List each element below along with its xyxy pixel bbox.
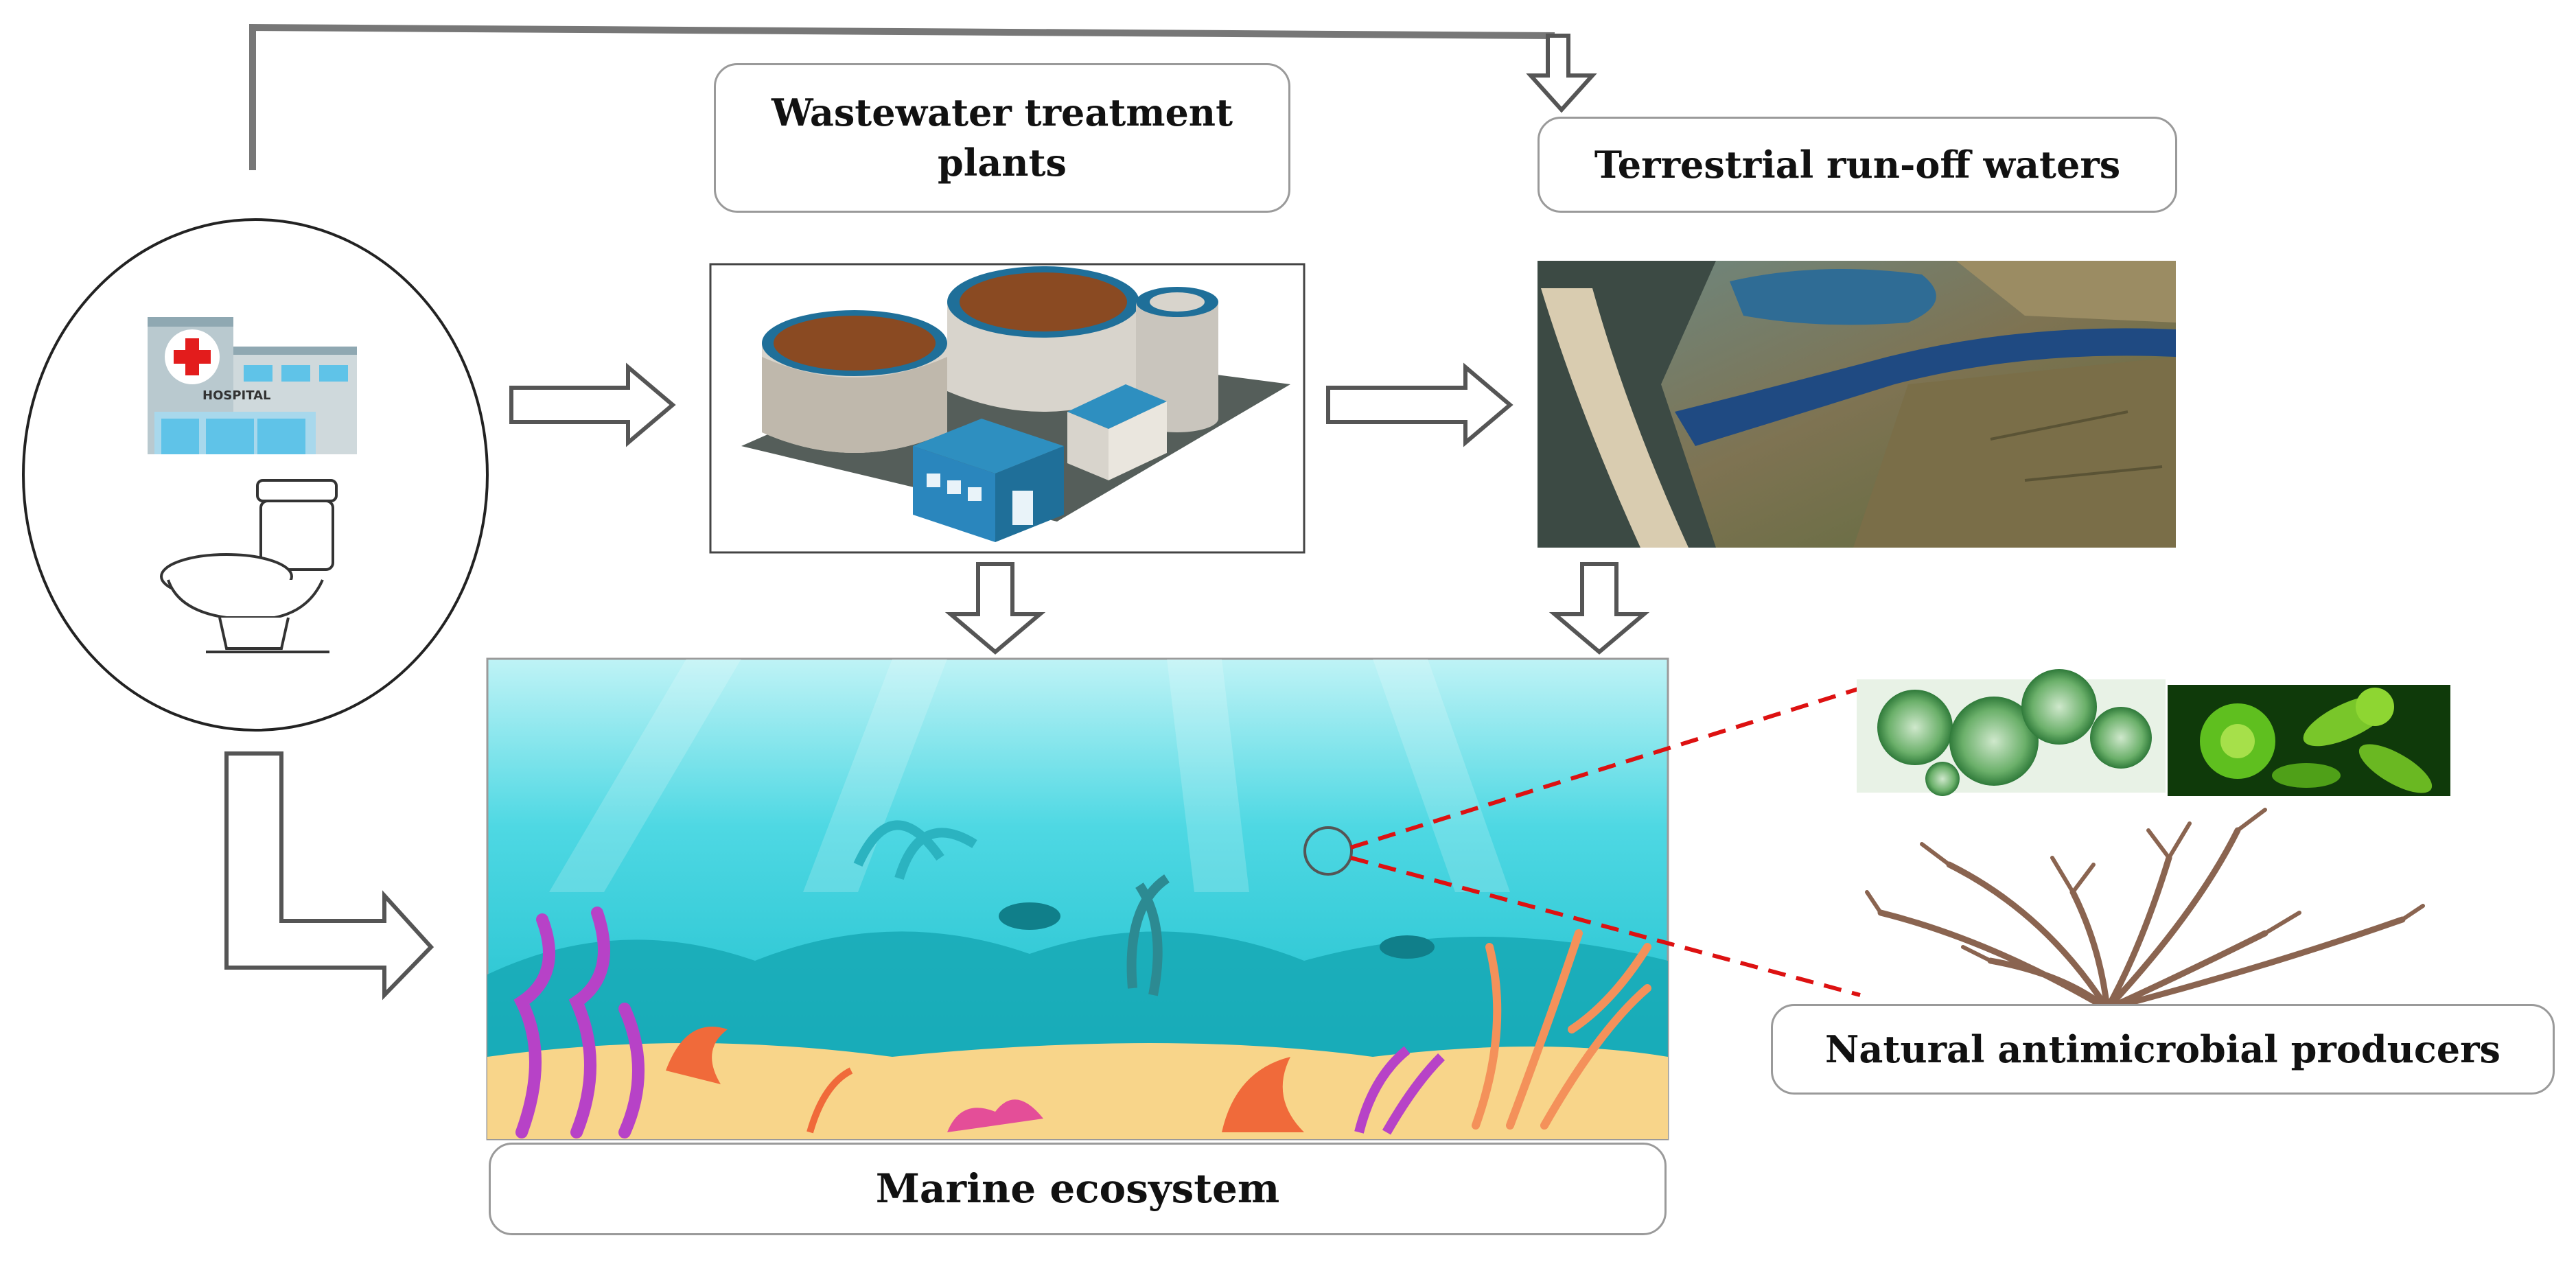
feedback-line [249, 23, 1555, 170]
seaweed-illustration [1865, 808, 2425, 1012]
down-arrow-runoff [1526, 34, 1597, 113]
treatment-plant-illustration [709, 263, 1306, 554]
marine-label: Marine ecosystem [489, 1143, 1667, 1235]
runoff-label-text: Terrestrial run-off waters [1594, 142, 2121, 187]
zoom-circle [1303, 826, 1353, 876]
arrow-wwtp-to-runoff [1326, 362, 1513, 447]
connector-upper [1350, 684, 1868, 850]
marine-label-text: Marine ecosystem [875, 1165, 1280, 1213]
producers-label-text: Natural antimicrobial producers [1825, 1027, 2500, 1071]
arrow-wwtp-to-sea [944, 562, 1046, 655]
arrow-source-to-wwtp [509, 362, 676, 447]
wwtp-label: Wastewater treatment plants [714, 63, 1290, 213]
producers-label: Natural antimicrobial producers [1771, 1004, 2555, 1095]
toilet-icon [160, 479, 338, 653]
arrow-source-to-sea [224, 751, 434, 1001]
source-ellipse [22, 218, 489, 732]
wwtp-label-line1: Wastewater treatment [771, 91, 1233, 135]
underwater-reef-illustration [486, 657, 1669, 1141]
runoff-label: Terrestrial run-off waters [1538, 117, 2177, 213]
wwtp-label-line2: plants [938, 141, 1067, 185]
bacteria-micrograph-left [1857, 669, 2166, 796]
connector-lower [1350, 856, 1861, 997]
hospital-sign: HOSPITAL [202, 388, 271, 403]
arrow-runoff-to-sea [1548, 562, 1650, 655]
aerial-river-photo [1538, 261, 2176, 548]
bacteria-micrograph-right [2168, 685, 2450, 796]
hospital-icon: HOSPITAL [148, 317, 357, 454]
